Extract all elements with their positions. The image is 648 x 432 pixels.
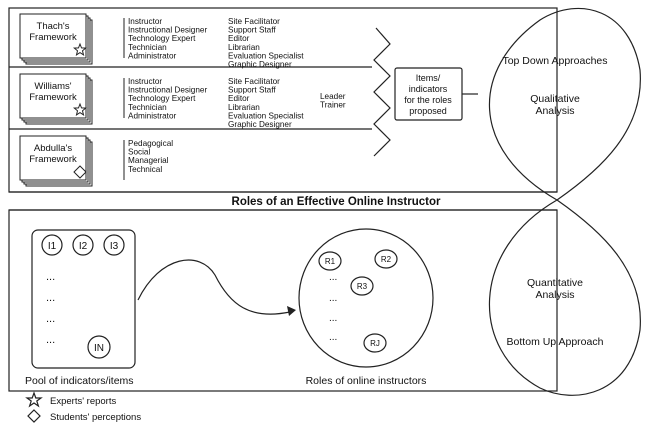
items-box-line: Items/ <box>416 73 441 83</box>
pool-ellipsis: ... <box>46 292 55 304</box>
roles-items: R1 R2 R3 RJ <box>318 249 398 353</box>
bottom-lobe-analysis-2: Analysis <box>535 289 574 301</box>
framework-role: Pedagogical <box>128 139 173 148</box>
pool-items-top: I1 I2 I3 <box>41 234 125 256</box>
role-item-label: R2 <box>381 255 392 264</box>
roles-caption: Roles of online instructors <box>306 375 427 387</box>
framework-title: Thach's <box>37 21 70 32</box>
top-lobe-analysis-1: Qualitative <box>530 93 580 105</box>
framework-role: Technician <box>128 103 167 112</box>
framework-role: Instructional Designer <box>128 86 207 95</box>
framework-role: Evaluation Specialist <box>228 111 304 120</box>
top-lobe-title: Top Down Approaches <box>502 55 607 67</box>
legend-label-students: Students' perceptions <box>50 412 141 423</box>
role-item-circle <box>350 276 374 296</box>
role-item-label: R1 <box>325 257 336 266</box>
framework-role: Evaluation Specialist <box>228 51 304 60</box>
framework-role: Support Staff <box>228 86 276 95</box>
pool-item-label: IN <box>94 343 104 354</box>
roles-ellipsis: ... <box>329 272 337 283</box>
framework-title: Abdulla's <box>34 143 73 154</box>
framework-role: Editor <box>228 94 250 103</box>
framework-role: Trainer <box>320 101 346 110</box>
star-icon <box>73 102 87 117</box>
framework-role: Graphic Designer <box>228 120 292 129</box>
framework-role: Instructional Designer <box>128 26 207 35</box>
pool-item-label: I2 <box>79 241 88 252</box>
role-item-circle <box>374 249 398 269</box>
framework-role: Librarian <box>228 103 260 112</box>
framework-card-sheet <box>19 13 87 59</box>
framework-role: Technician <box>128 43 167 52</box>
pool-item-label: I1 <box>48 241 57 252</box>
items-box-line: indicators <box>409 84 448 94</box>
bottom-lobe-analysis-1: Quantitative <box>527 277 583 289</box>
legend: Experts' reports Students' perceptions <box>25 391 141 423</box>
divider-title: Roles of an Effective Online Instructor <box>232 196 441 208</box>
bottom-lobe-title: Bottom Up Approach <box>507 336 604 348</box>
pool-box <box>31 229 136 369</box>
top-lobe-analysis-2: Analysis <box>535 105 574 117</box>
framework-title: Framework <box>29 154 77 165</box>
role-item-circle <box>318 251 342 271</box>
role-item-label: RJ <box>370 339 380 348</box>
framework-role: Graphic Designer <box>228 60 292 69</box>
framework-role: Instructor <box>128 17 162 26</box>
role-item-label: R3 <box>357 282 368 291</box>
framework-role: Instructor <box>128 77 162 86</box>
framework-role: Editor <box>228 34 250 43</box>
star-icon <box>73 42 87 57</box>
framework-title: Framework <box>29 32 77 43</box>
framework-role: Site Facilitator <box>228 17 280 26</box>
framework-role: Librarian <box>228 43 260 52</box>
roles-ellipsis: ... <box>329 293 337 304</box>
arrow-head-icon <box>287 306 296 316</box>
roles-ellipsis: ... <box>329 332 337 343</box>
framework-role: Administrator <box>128 51 177 60</box>
role-item-circle <box>363 333 387 353</box>
framework-role: Technical <box>128 165 162 174</box>
framework-title: Framework <box>29 92 77 103</box>
roles-circle <box>298 228 434 368</box>
pool-ellipsis: ... <box>46 271 55 283</box>
pool-item-circle <box>41 234 63 256</box>
roles-ellipsis: ... <box>329 313 337 324</box>
framework-role: Social <box>128 148 150 157</box>
items-indicators-text: Items/ indicators for the roles proposed <box>404 73 452 116</box>
legend-label-experts: Experts' reports <box>50 396 116 407</box>
pool-ellipsis: ... <box>46 334 55 346</box>
items-box-line: for the roles <box>404 95 452 105</box>
framework-role: Site Facilitator <box>228 77 280 86</box>
framework-role: Technology Expert <box>128 94 196 103</box>
pool-item-circle <box>87 335 111 359</box>
star-icon <box>25 391 43 408</box>
items-box-line: proposed <box>409 106 447 116</box>
framework-card-sheet <box>19 73 87 119</box>
framework-cards: Thach'sFrameworkInstructorInstructional … <box>19 13 346 187</box>
framework-role: Administrator <box>128 111 177 120</box>
diamond-icon <box>27 409 41 423</box>
framework-role: Technology Expert <box>128 34 196 43</box>
mapping-arrow <box>137 259 291 315</box>
hourglass-shape <box>488 7 641 396</box>
pool-item-circle <box>72 234 94 256</box>
pool-caption: Pool of indicators/items <box>25 375 134 387</box>
zigzag-connector <box>373 27 391 157</box>
framework-title: Williams' <box>34 81 71 92</box>
framework-role: Leader <box>320 92 346 101</box>
framework-role: Support Staff <box>228 26 276 35</box>
pool-item-label: I3 <box>110 241 119 252</box>
bottom-section-frame <box>8 209 558 392</box>
pool-ellipsis: ... <box>46 313 55 325</box>
pool-item-circle <box>103 234 125 256</box>
framework-role: Managerial <box>128 156 169 165</box>
diamond-icon <box>73 165 87 179</box>
